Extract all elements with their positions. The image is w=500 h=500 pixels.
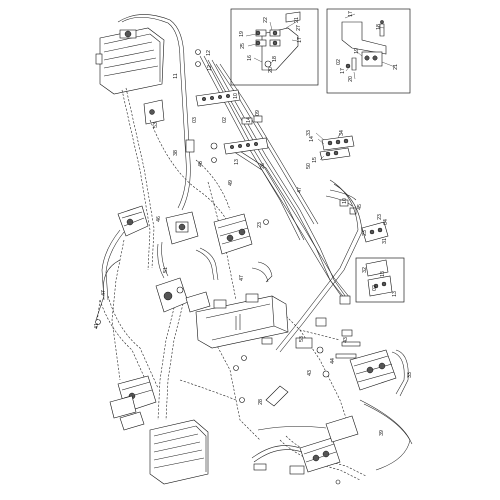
right-lower-valve [295, 329, 413, 471]
callout-label: 47 [101, 290, 107, 296]
callout-label: 17 [297, 37, 303, 43]
bottom-cooler [149, 419, 209, 485]
callout-label: 02 [222, 117, 228, 123]
callout-label: 28 [258, 399, 264, 405]
callout-label: 04 [383, 219, 389, 225]
callout-label: 13 [380, 271, 386, 277]
callout-label: 20 [268, 67, 274, 73]
callout-label: 53 [153, 122, 159, 128]
callout-label: 14 [246, 117, 252, 123]
callout-label: 47 [239, 275, 245, 281]
callout-label: 32 [362, 267, 368, 273]
middle-pump [155, 277, 211, 313]
right-long-hoses [275, 179, 363, 353]
callout-label: 45 [357, 204, 363, 210]
callout-label: 13 [234, 159, 240, 165]
callout-label: 34 [339, 130, 345, 136]
inset-box-right [326, 8, 411, 94]
callout-label: 47 [297, 187, 303, 193]
callout-label: 48 [198, 161, 204, 167]
callout-label: 26 [260, 163, 266, 169]
callout-label: 44 [330, 358, 336, 364]
callout-labels: 12 12 11 10 09 03 02 14 53 38 48 13 26 49 47 23 51 47 46 47… [94, 11, 413, 436]
callout-label: 49 [228, 180, 234, 186]
callout-label: 38 [173, 150, 179, 156]
inset-box-left [230, 8, 319, 86]
callout-label: 33 [306, 130, 312, 136]
callout-label: 15 [312, 157, 318, 163]
callout-label: 41 [94, 323, 100, 329]
callout-label: 43 [307, 370, 313, 376]
callout-label: 50 [306, 163, 312, 169]
callout-label: 27 [296, 25, 302, 31]
inset-left-assembly [245, 11, 301, 71]
scattered-fittings [185, 49, 273, 403]
callout-label: 23 [257, 222, 263, 228]
callout-label: 39 [379, 430, 385, 436]
callout-label: 19 [239, 31, 245, 37]
middle-valve-center [165, 211, 253, 255]
callout-label: 33 [407, 372, 413, 378]
bottom-left-valves [109, 375, 157, 431]
callout-label: 10 [233, 93, 239, 99]
callout-label: 12 [207, 65, 213, 71]
middle-valve-left [101, 205, 149, 301]
top-cooler [95, 27, 165, 95]
callout-label: 09 [255, 110, 261, 116]
callout-label: 18 [272, 56, 278, 62]
callout-label: 18 [376, 24, 382, 30]
inset-box-bracket [355, 257, 405, 303]
callout-label: 21 [294, 17, 300, 23]
callout-label: 31 [382, 238, 388, 244]
callout-label: 02 [336, 59, 342, 65]
right-fittings [325, 189, 393, 297]
upper-manifolds [143, 89, 269, 155]
central-tank [195, 293, 289, 349]
callout-label: 25 [240, 43, 246, 49]
callout-label: 23 [377, 214, 383, 220]
bottom-center-valves [251, 415, 359, 485]
callout-label: 19 [354, 48, 360, 54]
callout-label: 21 [393, 64, 399, 70]
callout-label: 10 [342, 198, 348, 204]
inset-right-assembly [341, 13, 396, 80]
callout-label: 12 [206, 50, 212, 56]
callout-label: 20 [348, 76, 354, 82]
upper-right-fittings [315, 132, 355, 161]
callout-label: 22 [263, 17, 269, 23]
callout-label: 46 [156, 216, 162, 222]
callout-label: 23 [362, 230, 368, 236]
callout-label: 11 [173, 73, 179, 78]
main-hoses [117, 14, 351, 301]
callout-label: 17 [348, 11, 354, 17]
callout-label: 43 [343, 337, 349, 343]
callout-label: 03 [192, 117, 198, 123]
callout-label: 16 [247, 55, 253, 61]
callout-label: 02 [372, 285, 378, 291]
callout-label: 14 [309, 136, 315, 142]
callout-label: 53 [299, 336, 305, 342]
callout-label: 17 [340, 68, 346, 74]
left-hoses [95, 241, 273, 325]
callout-label: 13 [392, 291, 398, 297]
callout-label: 51 [163, 267, 169, 273]
sleeve-part [265, 385, 289, 407]
